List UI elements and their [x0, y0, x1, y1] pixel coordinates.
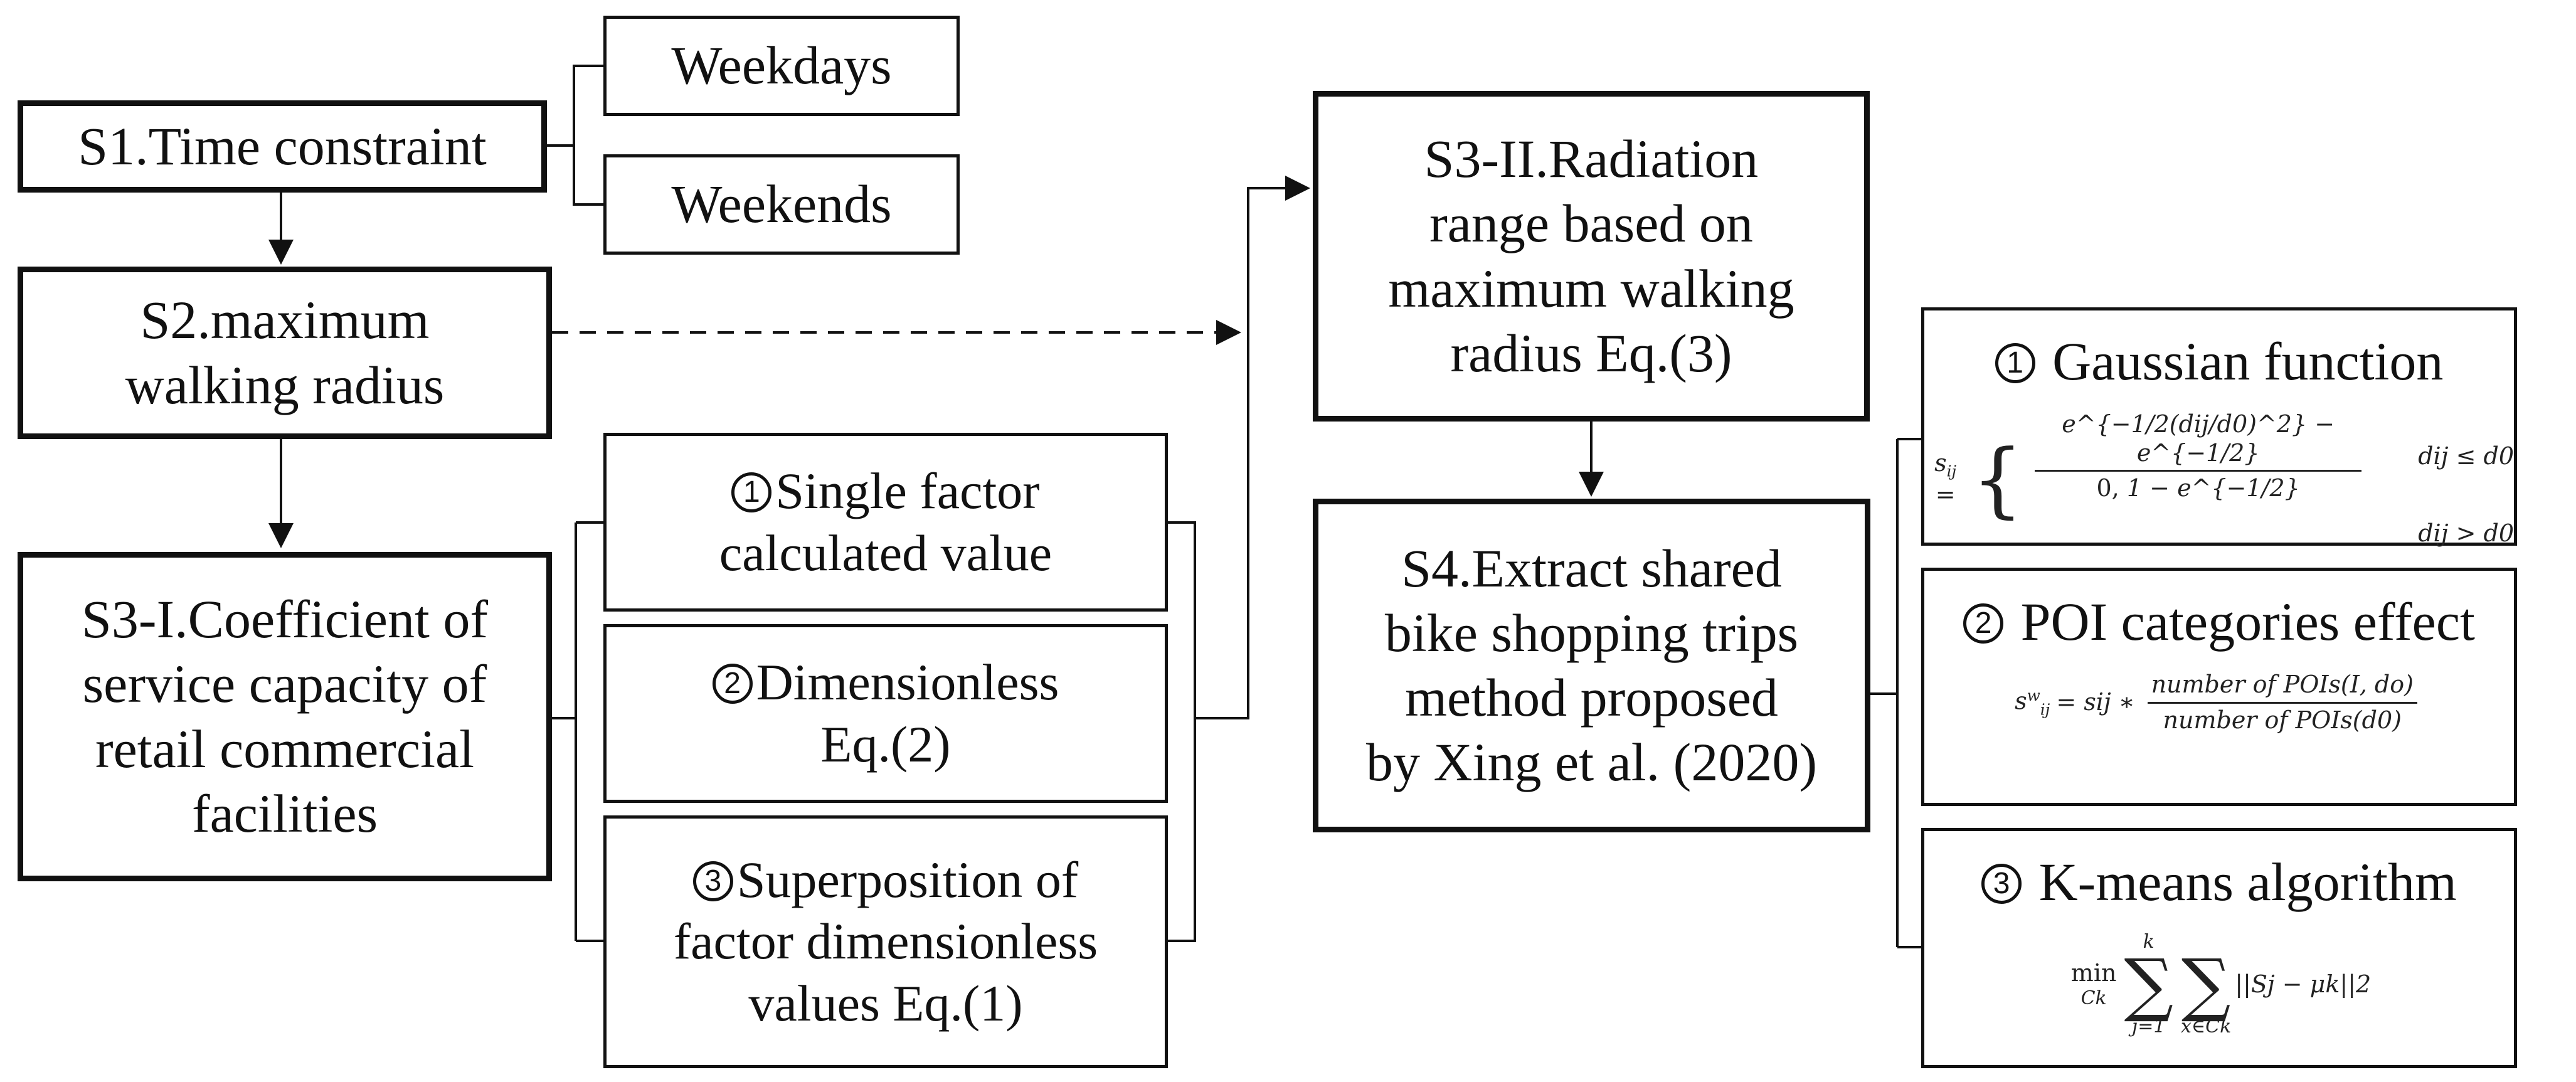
s3ii-radiation-range-box: S3-II.Radiation range based on maximum w… — [1313, 91, 1870, 422]
weekends-box: Weekends — [603, 154, 960, 255]
s3i-coefficient-box: S3-I.Coefficient of service capacity of … — [18, 552, 552, 881]
s2-maximum-walking-radius-box: S2.maximum walking radius — [18, 267, 552, 439]
method2-poi-categories-box: 2 POI categories effect swij = sij ∗ num… — [1921, 568, 2517, 806]
kmeans-formula: min Ck k ∑ j=1 k ∑ x∈Ck ||Sj − μk||2 — [2070, 931, 2372, 1038]
s1-to-weekdays-connector — [547, 65, 603, 147]
factors-to-s3ii-connector — [1168, 188, 1308, 942]
gaussian-formula: sij = { e^{−1/2(dij/d0)^2} − e^{−1/2} 0,… — [1934, 410, 2514, 547]
s1-time-constraint-box: S1.Time constraint — [18, 100, 547, 193]
s2-line1: S2.maximum — [140, 290, 430, 351]
s1-to-weekends-connector — [573, 146, 603, 206]
s4-line1: S4.Extract shared — [1401, 538, 1782, 598]
circled-number-2: 2 — [1963, 603, 2004, 644]
s4-to-methods-bracket — [1870, 438, 1921, 948]
s3i-line1: S3-I.Coefficient of — [81, 589, 489, 650]
weekends-label: Weekends — [671, 174, 892, 235]
s3ii-line3: maximum walking — [1388, 258, 1794, 319]
factor1-line1: Single factor — [775, 462, 1040, 520]
s3ii-line1: S3-II.Radiation — [1424, 129, 1759, 189]
s4-line3: method proposed — [1405, 667, 1778, 728]
s4-line4: by Xing et al. (2020) — [1366, 732, 1817, 793]
factor2-line2: Eq.(2) — [820, 715, 951, 773]
factor3-line1: Superposition of — [736, 851, 1079, 908]
circled-number-1: 1 — [1995, 343, 2035, 384]
s3i-line4: facilities — [191, 783, 378, 844]
circled-number-3: 3 — [692, 861, 733, 902]
method1-gaussian-box: 1 Gaussian function sij = { e^{−1/2(dij/… — [1921, 307, 2517, 547]
s3i-to-factors-bracket — [552, 521, 603, 942]
s3i-line2: service capacity of — [82, 654, 487, 714]
poi-formula: swij = sij ∗ number of POIs(I, do) numbe… — [2015, 671, 2424, 735]
method3-kmeans-box: 3 K-means algorithm min Ck k ∑ j=1 k ∑ x… — [1921, 828, 2517, 1068]
s3ii-line2: range based on — [1429, 193, 1753, 254]
factor1-line2: calculated value — [719, 524, 1052, 581]
s4-extract-trips-box: S4.Extract shared bike shopping trips me… — [1313, 499, 1870, 832]
method1-title: Gaussian function — [2052, 331, 2444, 391]
s1-label: S1.Time constraint — [78, 115, 487, 176]
s3ii-line4: radius Eq.(3) — [1450, 322, 1732, 383]
weekdays-box: Weekdays — [603, 16, 960, 116]
method3-title: K-means algorithm — [2038, 852, 2457, 912]
factor2-line1: Dimensionless — [756, 654, 1059, 711]
factor3-line2: factor dimensionless — [673, 913, 1098, 970]
method2-title: POI categories effect — [2020, 591, 2475, 652]
circled-number-1: 1 — [731, 472, 772, 513]
s4-line2: bike shopping trips — [1384, 602, 1799, 663]
circled-number-3: 3 — [1981, 864, 2022, 904]
weekdays-label: Weekdays — [671, 35, 892, 96]
factor3-line3: values Eq.(1) — [748, 974, 1023, 1032]
circled-number-2: 2 — [712, 664, 753, 704]
s2-line2: walking radius — [125, 354, 445, 415]
s3i-line3: retail commercial — [95, 718, 475, 779]
